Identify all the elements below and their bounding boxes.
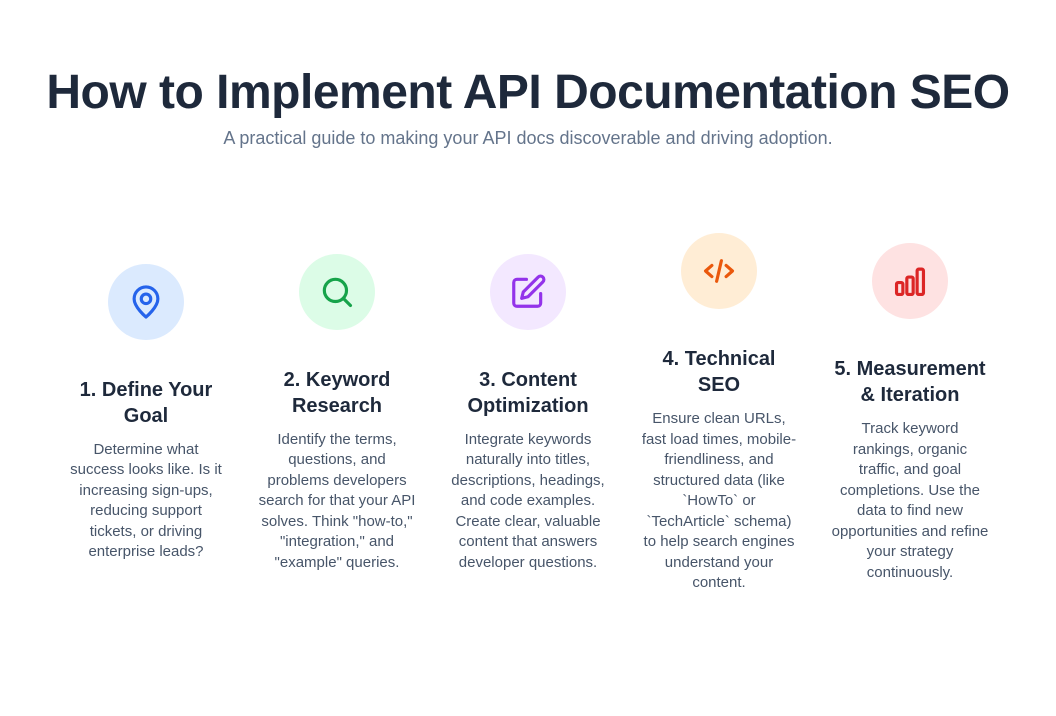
icon-circle: [108, 263, 184, 340]
bar-chart-icon: [891, 262, 929, 300]
header: How to Implement API Documentation SEO A…: [0, 0, 1056, 149]
steps-row: 1. Define Your Goal Determine what succe…: [0, 233, 1056, 594]
step-body: Track keyword rankings, organic traffic,…: [831, 420, 989, 581]
step-content-optimization: 3. Content Optimization Integrate keywor…: [449, 253, 607, 574]
step-body: Identify the terms, questions, and probl…: [258, 430, 416, 571]
page-title: How to Implement API Documentation SEO: [46, 66, 1010, 119]
icon-circle: [299, 253, 375, 330]
page-subtitle: A practical guide to making your API doc…: [223, 128, 833, 148]
edit-pencil-icon: [509, 273, 547, 311]
search-icon: [318, 273, 356, 311]
code-icon: [700, 252, 738, 290]
step-keyword-research: 2. Keyword Research Identify the terms, …: [258, 253, 416, 574]
step-define-your-goal: 1. Define Your Goal Determine what succe…: [67, 263, 225, 563]
step-body: Ensure clean URLs, fast load times, mobi…: [641, 410, 797, 591]
step-body: Integrate keywords naturally into titles…: [451, 430, 605, 571]
step-heading: 4. Technical SEO: [662, 348, 776, 396]
icon-circle: [872, 243, 948, 320]
icon-circle: [490, 253, 566, 330]
step-heading: 1. Define Your Goal: [79, 378, 213, 427]
map-pin-icon: [127, 283, 165, 321]
step-heading: 5. Measurement & Iteration: [834, 358, 986, 407]
step-technical-seo: 4. Technical SEO Ensure clean URLs, fast…: [640, 233, 798, 594]
step-measurement-iteration: 5. Measurement & Iteration Track keyword…: [831, 243, 989, 583]
step-heading: 3. Content Optimization: [467, 368, 589, 417]
icon-circle: [681, 233, 757, 309]
step-body: Determine what success looks like. Is it…: [70, 440, 222, 561]
step-heading: 2. Keyword Research: [283, 368, 391, 417]
